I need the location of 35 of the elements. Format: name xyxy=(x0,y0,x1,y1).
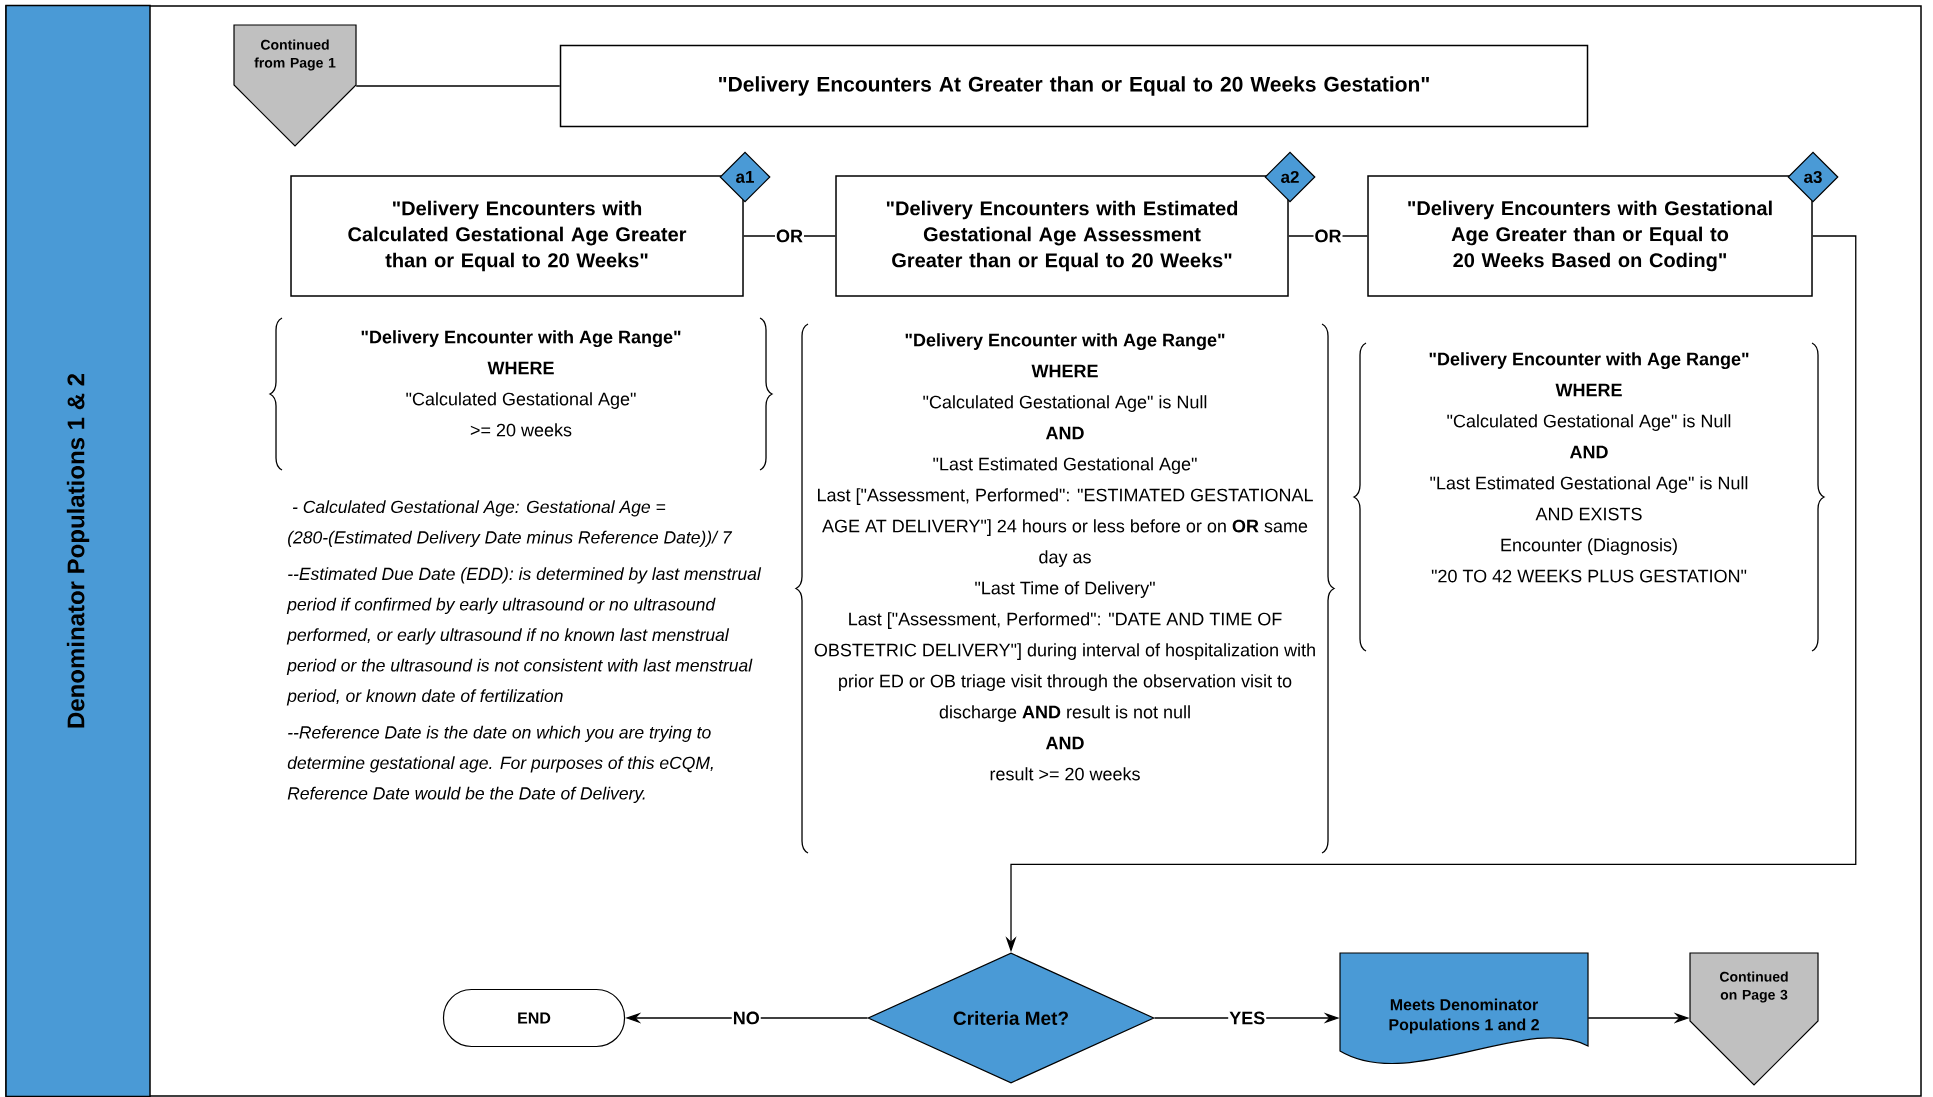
edge-label: YES xyxy=(1228,1010,1267,1026)
condition-text: "Calculated Gestational Age" xyxy=(406,392,636,409)
edge-label: OR xyxy=(1313,228,1343,244)
process-box: "Delivery Encounters At Greater than or Equal to 20 Weeks Gestation" xyxy=(559,44,1589,128)
off-page-connector: Continued from Page 1 xyxy=(233,24,357,147)
terminator: END xyxy=(442,988,626,1048)
query-heading: AND xyxy=(1045,426,1084,440)
condition-text: "Calculated Gestational Age" is Null xyxy=(923,395,1207,412)
query-heading: "Delivery Encounter with Age Range" xyxy=(361,330,681,348)
edge-label: NO xyxy=(731,1010,761,1026)
condition-text: "Last Estimated Gestational Age" is Null xyxy=(1430,476,1748,493)
connector-line xyxy=(355,85,561,87)
condition-text: AND EXISTS xyxy=(1535,507,1642,521)
condition-text: "20 TO 42 WEEKS PLUS GESTATION" xyxy=(1431,569,1747,583)
note-text: --Reference Date is the date on which you are trying to determine gestational age. For purposes of this eCQM, Reference Date would be the Date of Delivery. xyxy=(287,725,713,803)
off-page-connector: Continued on Page 3 xyxy=(1689,952,1819,1086)
note-text: - Calculated Gestational Age: Gestational Age = (280-(Estimated Delivery Date minus Reference Date))/ 7 xyxy=(288,500,733,547)
query-heading: AND xyxy=(1045,736,1084,750)
condition-text: Last ["Assessment, Performed": "DATE AND TIME OF OBSTETRIC DELIVERY"] during interval of hospitalization with prior ED or OB triage visit through the observation visit to discharge AND result is not null xyxy=(814,612,1315,722)
query-heading: WHERE xyxy=(1031,364,1098,378)
condition-text: "Last Estimated Gestational Age" xyxy=(933,457,1197,474)
condition-text: >= 20 weeks xyxy=(470,423,572,437)
condition-text: "Calculated Gestational Age" is Null xyxy=(1447,414,1731,431)
edge-label: OR xyxy=(775,228,804,244)
query-heading: AND xyxy=(1569,445,1608,459)
condition-text: Last ["Assessment, Performed": "ESTIMATED GESTATIONAL AGE AT DELIVERY"] 24 hours or less before or on OR same day as xyxy=(818,488,1313,567)
note-text: --Estimated Due Date (EDD): is determined by last menstrual period if confirmed by early ultrasound or no ultrasound performed, or early ultrasound if no known last menstrual period or the ultrasound is not consistent with last menstrual period, or known date of fertilization xyxy=(286,567,762,706)
condition-text: result >= 20 weeks xyxy=(990,767,1140,781)
query-heading: "Delivery Encounter with Age Range" xyxy=(1429,352,1749,370)
swimlane-header: Denominator Populations 1 & 2 xyxy=(5,4,151,1097)
query-heading: WHERE xyxy=(487,361,554,375)
query-heading: "Delivery Encounter with Age Range" xyxy=(905,333,1225,351)
query-heading: WHERE xyxy=(1555,383,1622,397)
condition-text: Encounter (Diagnosis) xyxy=(1501,538,1677,555)
condition-text: "Last Time of Delivery" xyxy=(975,581,1155,598)
